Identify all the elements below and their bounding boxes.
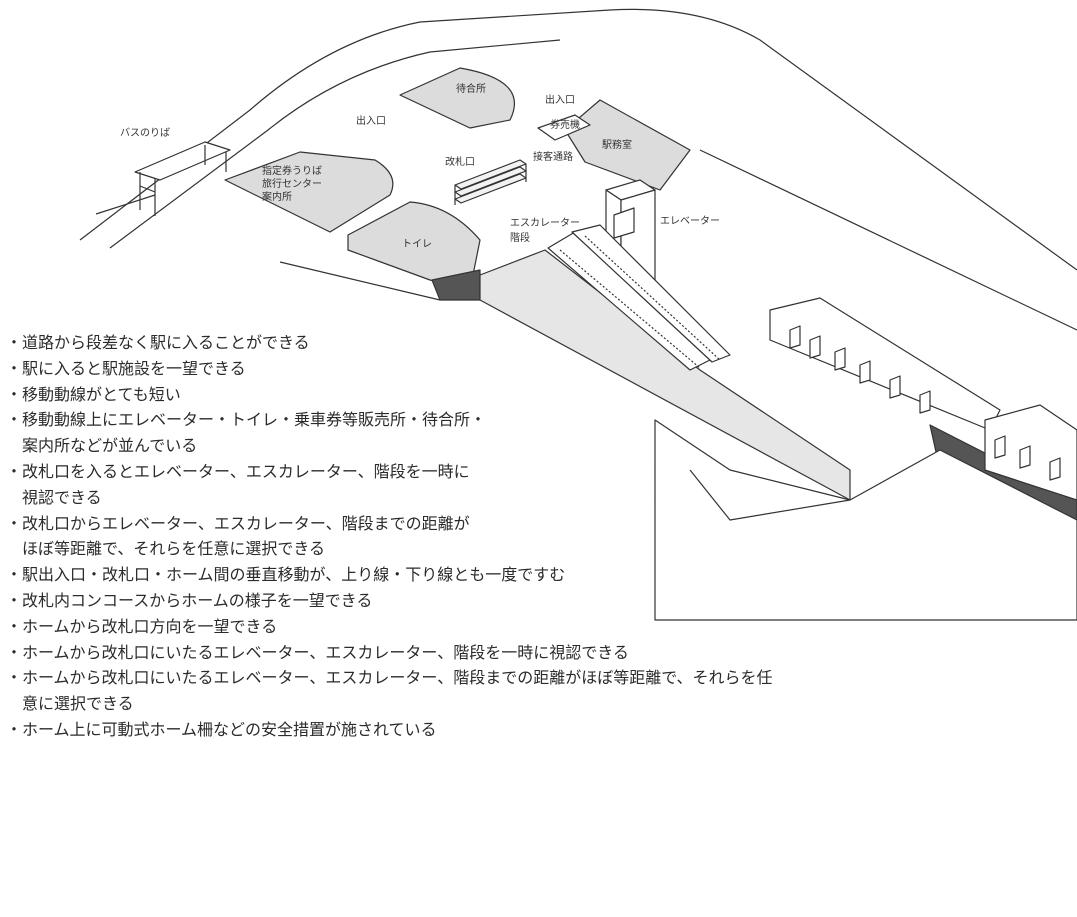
feature-item: ホーム上に可動式ホーム柵などの安全措置が施されている — [6, 717, 906, 743]
label-bus-stop: バスのりば — [120, 127, 170, 139]
ticket-gates — [454, 159, 527, 205]
label-elevator: エレベーター — [660, 215, 720, 227]
ground-right-edge — [699, 149, 1077, 331]
feature-item: 改札口からエレベーター、エスカレーター、階段までの距離が ほぼ等距離で、それらを… — [6, 511, 906, 563]
feature-list: 道路から段差なく駅に入ることができる 駅に入ると駅施設を一望できる 移動動線がと… — [6, 330, 906, 743]
label-station-office: 駅務室 — [602, 138, 632, 151]
label-ticket-machine: 券売機 — [550, 118, 580, 131]
feature-item: ホームから改札口方向を一望できる — [6, 614, 906, 640]
curb-line — [95, 194, 156, 215]
road-edge-outer — [79, 8, 1077, 271]
label-exit-left: 出入口 — [356, 114, 386, 127]
label-reserved-ticket-3: 案内所 — [262, 190, 292, 203]
feature-item: 改札内コンコースからホームの様子を一望できる — [6, 588, 906, 614]
label-stairs: 階段 — [510, 231, 530, 244]
feature-item: 改札口を入るとエレベーター、エスカレーター、階段を一時に 視認できる — [6, 459, 906, 511]
label-service-window: 接客通路 — [533, 150, 573, 163]
reserved-ticket-office — [224, 151, 394, 233]
label-toilet: トイレ — [402, 239, 432, 250]
label-waiting-room: 待合所 — [456, 82, 486, 95]
feature-item: 道路から段差なく駅に入ることができる — [6, 330, 906, 356]
bus-shelter — [134, 141, 231, 216]
label-reserved-ticket-2: 旅行センター — [262, 177, 322, 190]
feature-item: 移動動線がとても短い — [6, 382, 906, 408]
waiting-room — [399, 67, 515, 129]
feature-item: ホームから改札口にいたるエレベーター、エスカレーター、階段までの距離がほぼ等距離… — [6, 665, 906, 717]
label-ticket-gate: 改札口 — [445, 155, 475, 168]
label-reserved-ticket-1: 指定券うりば — [262, 164, 322, 177]
feature-item: ホームから改札口にいたるエレベーター、エスカレーター、階段を一時に視認できる — [6, 640, 906, 666]
feature-item: 駅出入口・改札口・ホーム間の垂直移動が、上り線・下り線とも一度ですむ — [6, 562, 906, 588]
station-office — [564, 99, 691, 191]
feature-item: 駅に入ると駅施設を一望できる — [6, 356, 906, 382]
road-edge-inner — [109, 39, 561, 249]
ticket-machine-area — [537, 114, 591, 141]
feature-item: 移動動線上にエレベーター・トイレ・乗車券等販売所・待合所・ 案内所などが並んでい… — [6, 407, 906, 459]
label-escalator: エスカレーター — [510, 217, 580, 229]
label-exit-top: 出入口 — [545, 93, 575, 106]
